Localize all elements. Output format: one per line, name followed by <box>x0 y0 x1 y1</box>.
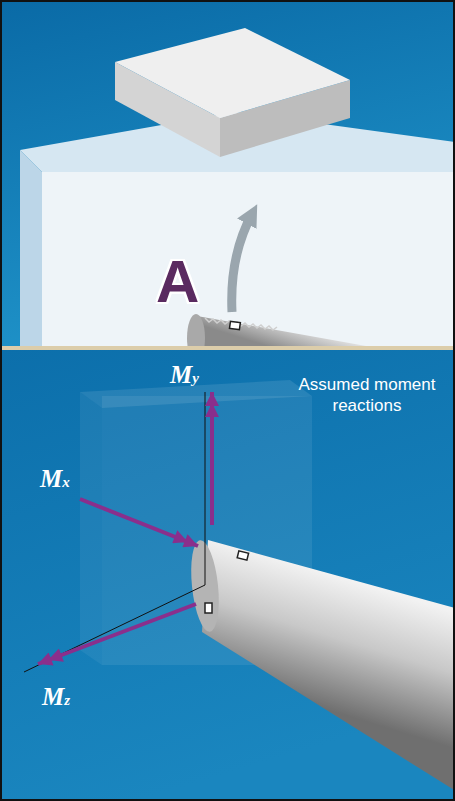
wall-front-face <box>42 172 455 346</box>
moment-label: Mx <box>40 458 70 491</box>
z-axis <box>24 585 205 672</box>
note-text: Assumed moment reactions <box>288 374 446 417</box>
moment-vector <box>80 499 198 546</box>
shaft-body <box>197 316 400 346</box>
wall-side-face <box>20 150 42 346</box>
stress-element <box>237 551 248 560</box>
shaft-end <box>187 314 205 346</box>
shaft-body <box>202 540 455 800</box>
stress-element <box>229 321 240 329</box>
moment-vector <box>38 604 196 664</box>
block-top-face <box>115 28 350 118</box>
stress-element <box>205 603 212 613</box>
moment-label: My <box>170 354 199 387</box>
section-letter: A <box>156 252 199 312</box>
shaft-knurl <box>205 318 277 330</box>
y-axis <box>205 392 206 585</box>
removal-arrow <box>232 214 252 312</box>
panel-divider <box>0 346 455 350</box>
moment-vector <box>210 392 214 525</box>
moment-label: Mz <box>42 676 70 709</box>
ghost-wall-side <box>80 392 102 665</box>
top-panel-ground <box>0 0 455 346</box>
